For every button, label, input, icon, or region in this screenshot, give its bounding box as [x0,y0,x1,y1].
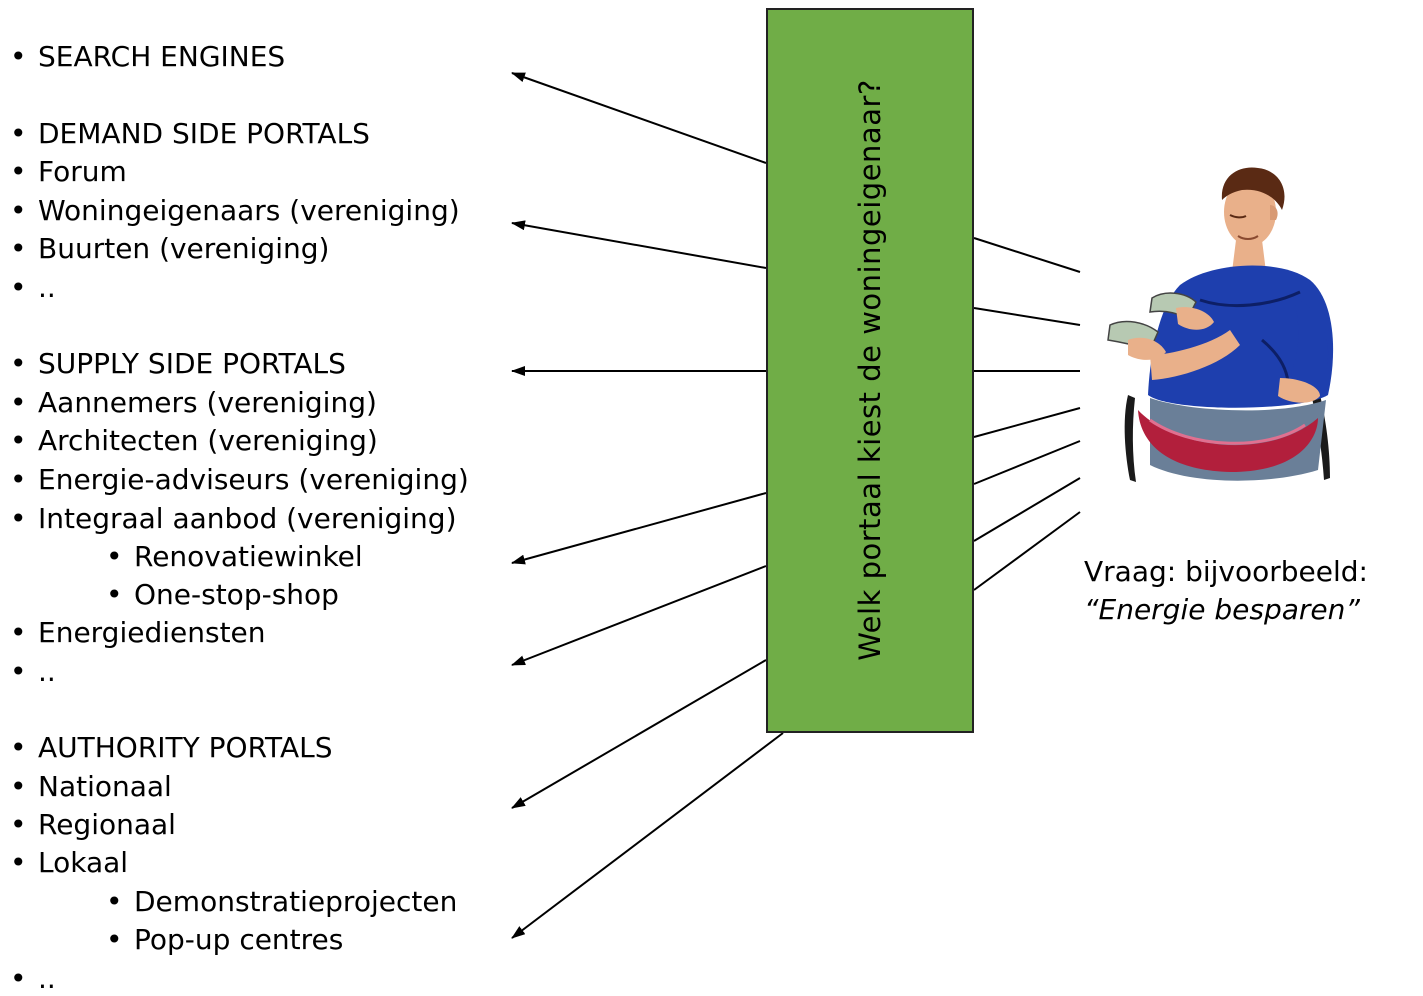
person-line [973,477,1081,542]
bullet: • [10,846,27,879]
list-item: • Energiediensten [10,616,266,650]
person-line [973,440,1081,485]
list-item: • Buurten (vereniging) [10,232,329,266]
list-item: • Energie-adviseurs (vereniging) [10,463,469,497]
person-line [973,237,1081,273]
item-label: Regionaal [38,808,176,841]
list-subitem: • Pop-up centres [106,923,343,957]
bullet: • [10,616,27,649]
list-item: • Regionaal [10,808,176,842]
bullet: • [10,808,27,841]
item-label: Renovatiewinkel [134,540,363,573]
portal-question-label: Welk portaal kiest de woningeigenaar? [853,79,887,661]
bullet: • [10,347,27,380]
item-label: Energiediensten [38,616,266,649]
list-item: • SEARCH ENGINES [10,40,285,74]
bullet: • [106,885,123,918]
bullet: • [10,731,27,764]
bullet: • [10,655,27,688]
item-label: DEMAND SIDE PORTALS [38,117,370,150]
person-line [973,511,1081,591]
arrow-energiediensten [511,565,767,666]
bullet: • [10,424,27,457]
item-label: SEARCH ENGINES [38,40,286,73]
person-line [973,407,1081,438]
arrows-to-portals [511,72,784,939]
bullet: • [106,578,123,611]
bullet: • [10,770,27,803]
list-item: • SUPPLY SIDE PORTALS [10,347,346,381]
arrow-search-engines [511,72,767,164]
bullet: • [10,502,27,535]
bullet: • [10,463,27,496]
arrow-integraal [511,492,767,565]
list-subitem: • One-stop-shop [106,578,339,612]
item-label: Woningeigenaars (vereniging) [38,194,460,227]
item-label: Integraal aanbod (vereniging) [38,502,457,535]
bullet: • [106,923,123,956]
list-subitem: • Renovatiewinkel [106,540,363,574]
item-label: Demonstratieprojecten [134,885,458,918]
bullet: • [10,962,27,995]
list-item: • AUTHORITY PORTALS [10,731,332,765]
bullet: • [10,117,27,150]
list-item: •.. [10,271,56,305]
item-label: Buurten (vereniging) [38,232,330,265]
list-item: •.. [10,962,56,996]
bullet: • [10,386,27,419]
item-label: .. [38,655,56,688]
question-example: “Energie besparen” [1084,593,1360,626]
list-item: • Architecten (vereniging) [10,424,378,458]
item-label: Pop-up centres [134,923,344,956]
person-line [973,307,1081,326]
list-item: • Lokaal [10,846,128,880]
bullet: • [10,194,27,227]
bullet: • [10,40,27,73]
arrow-authority [511,659,767,809]
item-label: Nationaal [38,770,172,803]
list-item: • Forum [10,155,127,189]
item-label: AUTHORITY PORTALS [38,731,333,764]
bullet: • [10,232,27,265]
portal-box [766,8,974,733]
item-label: .. [38,962,56,995]
portal-box-fill [766,8,974,733]
list-item: • DEMAND SIDE PORTALS [10,117,370,151]
list-item: •.. [10,655,56,689]
item-label: .. [38,271,56,304]
item-label: Lokaal [38,846,129,879]
list-item: • Integraal aanbod (vereniging) [10,502,457,536]
item-label: Aannemers (vereniging) [38,386,377,419]
man-counting-money-clipart-icon [1107,167,1334,482]
item-label: SUPPLY SIDE PORTALS [38,347,346,380]
bullet: • [106,540,123,573]
list-item: • Aannemers (vereniging) [10,386,377,420]
list-item: • Woningeigenaars (vereniging) [10,194,460,228]
arrow-demand-side [511,220,767,269]
arrow-lokaal [511,732,784,939]
list-subitem: • Demonstratieprojecten [106,885,457,919]
list-item: • Nationaal [10,770,172,804]
bullet: • [10,271,27,304]
item-label: Architecten (vereniging) [38,424,378,457]
item-label: Energie-adviseurs (vereniging) [38,463,469,496]
item-label: One-stop-shop [134,578,339,611]
question-label: Vraag: bijvoorbeeld: [1084,555,1368,588]
lines-to-person [973,237,1081,591]
item-label: Forum [38,155,127,188]
bullet: • [10,155,27,188]
